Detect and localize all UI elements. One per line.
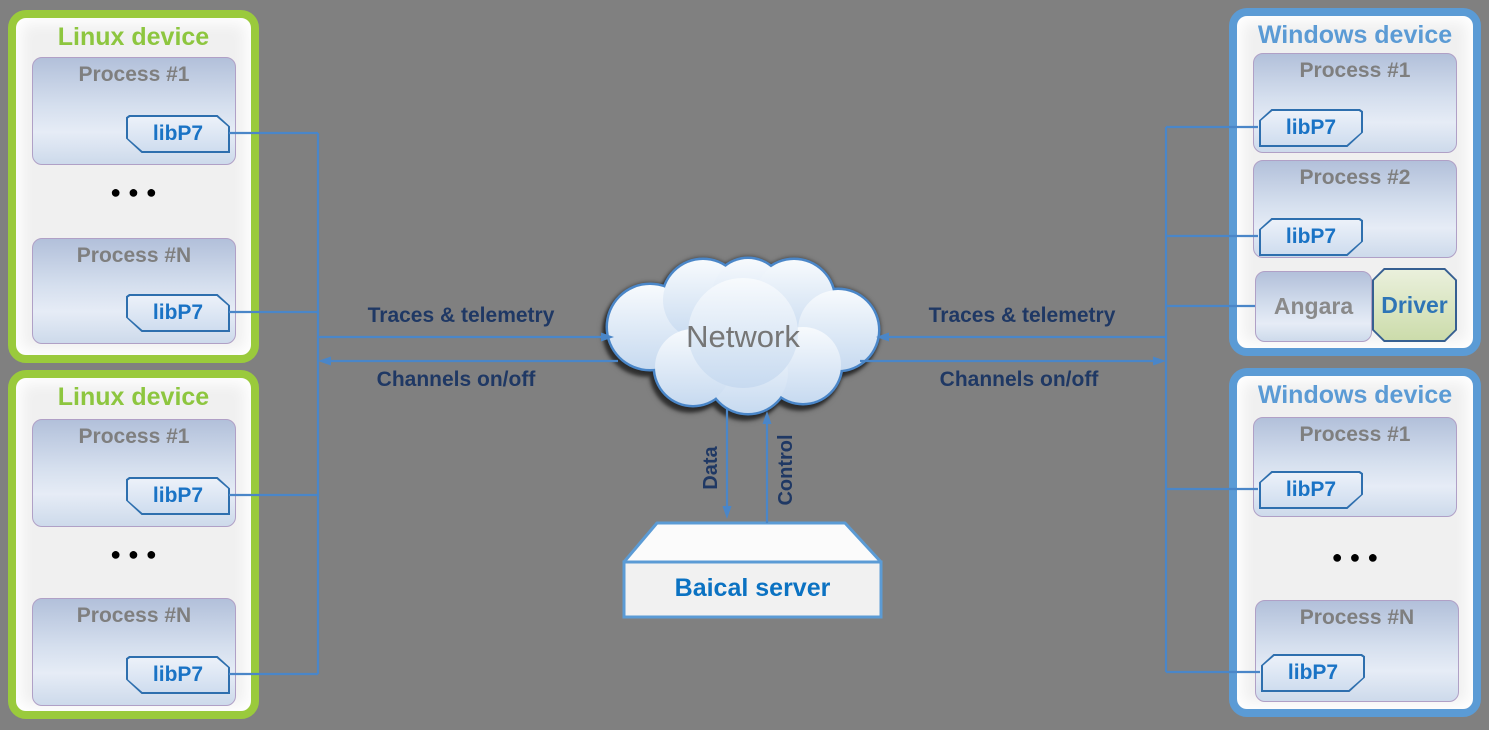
left-traces-label: Traces & telemetry [367,304,555,327]
driver-box: Driver [1372,268,1457,342]
device-title: Windows device [1257,21,1453,49]
process-title: Process #1 [78,425,190,448]
control-label: Control [774,434,797,506]
process-box: Process #N libP7 [32,598,236,706]
left-channels-label: Channels on/off [376,368,536,391]
linux-device-bottom: Linux device Process #1 libP7 ●●● Proces… [8,370,259,719]
angara-box: Angara [1255,271,1372,342]
device-title: Windows device [1257,381,1453,409]
libp7-tag: libP7 [1259,218,1363,256]
device-title: Linux device [57,383,210,411]
process-title: Process #1 [1299,59,1411,82]
ellipsis-dots: ●●● [110,544,164,564]
process-box: Process #N libP7 [1255,600,1459,702]
process-box: Process #1 libP7 [1253,53,1457,153]
libp7-label: libP7 [1285,225,1337,248]
driver-label: Driver [1381,291,1448,318]
process-box: Process #1 libP7 [1253,417,1457,517]
libp7-tag: libP7 [126,115,230,153]
angara-label: Angara [1273,293,1354,319]
data-label: Data [699,446,722,490]
libp7-tag: libP7 [1259,109,1363,147]
process-title: Process #N [76,244,192,267]
right-channels-label: Channels on/off [939,368,1099,391]
process-title: Process #N [76,604,192,627]
ellipsis-dots: ●●● [110,182,164,202]
libp7-tag: libP7 [1259,471,1363,509]
process-box: Process #N libP7 [32,238,236,344]
libp7-label: libP7 [1285,116,1337,139]
libp7-label: libP7 [152,663,204,686]
windows-device-top: Windows device Process #1 libP7 Process … [1229,8,1481,356]
libp7-label: libP7 [152,484,204,507]
right-traces-label: Traces & telemetry [928,304,1116,327]
baical-server-label: Baical server [674,574,831,602]
libp7-tag: libP7 [126,294,230,332]
device-title: Linux device [57,23,210,51]
libp7-label: libP7 [152,301,204,324]
process-box: Process #1 libP7 [32,419,236,527]
libp7-label: libP7 [152,122,204,145]
linux-device-top: Linux device Process #1 libP7 ●●● Proces… [8,10,259,363]
windows-device-bottom: Windows device Process #1 libP7 ●●● Proc… [1229,368,1481,717]
process-title: Process #N [1299,606,1415,629]
process-title: Process #1 [1299,423,1411,446]
libp7-label: libP7 [1285,478,1337,501]
libp7-tag: libP7 [126,656,230,694]
process-box: Process #1 libP7 [32,57,236,165]
process-box: Process #2 libP7 [1253,160,1457,258]
libp7-tag: libP7 [126,477,230,515]
process-title: Process #1 [78,63,190,86]
libp7-tag: libP7 [1261,654,1365,692]
network-label: Network [686,319,800,354]
ellipsis-dots: ●●● [1331,547,1386,567]
process-title: Process #2 [1299,166,1411,189]
libp7-label: libP7 [1287,661,1339,684]
